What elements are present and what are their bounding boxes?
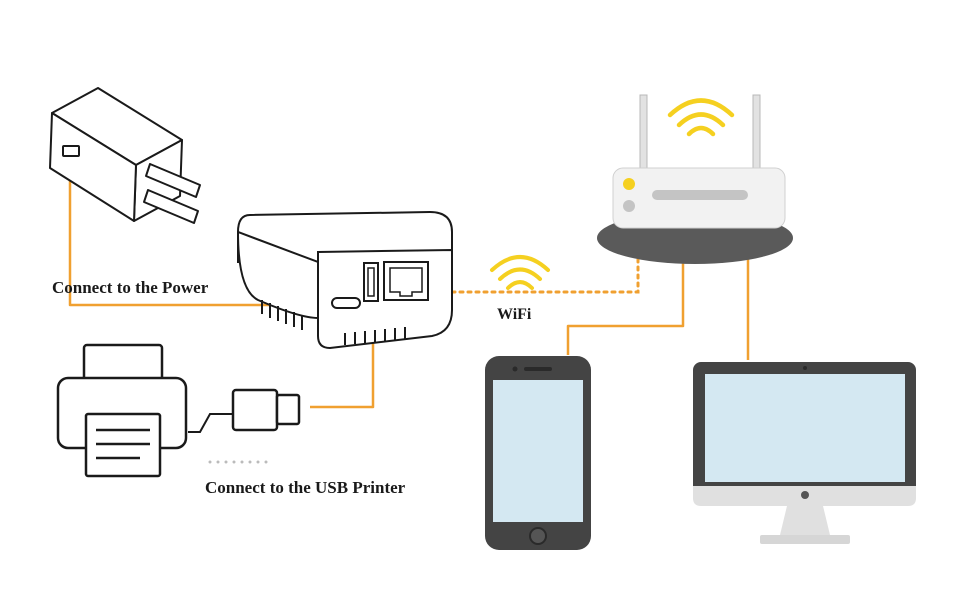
usb-plug-icon [231, 388, 301, 432]
monitor-camera [803, 366, 807, 370]
usb-c-power-port [331, 297, 361, 309]
power-cable-line [68, 160, 330, 307]
smartphone-screen [493, 380, 583, 522]
printer-icon [56, 343, 188, 478]
smartphone-camera [512, 366, 518, 372]
router-display-bar [652, 190, 748, 200]
router-antenna-left [639, 94, 648, 176]
router-led-grey [623, 200, 635, 212]
smartphone-icon [485, 356, 591, 550]
wifi-router-icon [597, 94, 793, 264]
print-server-device-icon [236, 210, 453, 350]
power-adapter-icon [49, 87, 201, 224]
router-antenna-right [752, 94, 761, 176]
wifi-label: WiFi [497, 306, 532, 323]
phone-connection-line [566, 228, 685, 355]
monitor-logo [801, 491, 809, 499]
router-led-yellow [623, 178, 635, 190]
desktop-monitor-icon [693, 362, 916, 544]
usb-printer-connection-label: Connect to the USB Printer [205, 478, 406, 497]
monitor-stand [780, 506, 830, 535]
smartphone-speaker [524, 367, 552, 371]
monitor-stand-base [760, 535, 850, 544]
power-connection-label: Connect to the Power [52, 278, 209, 297]
wifi-signal-icon [490, 255, 550, 290]
monitor-screen [705, 374, 905, 482]
printer-cable [188, 413, 232, 433]
router-wifi-signal-icon [667, 98, 735, 137]
smartphone-home-button [529, 527, 547, 545]
printer-shadow-dots [208, 460, 268, 464]
